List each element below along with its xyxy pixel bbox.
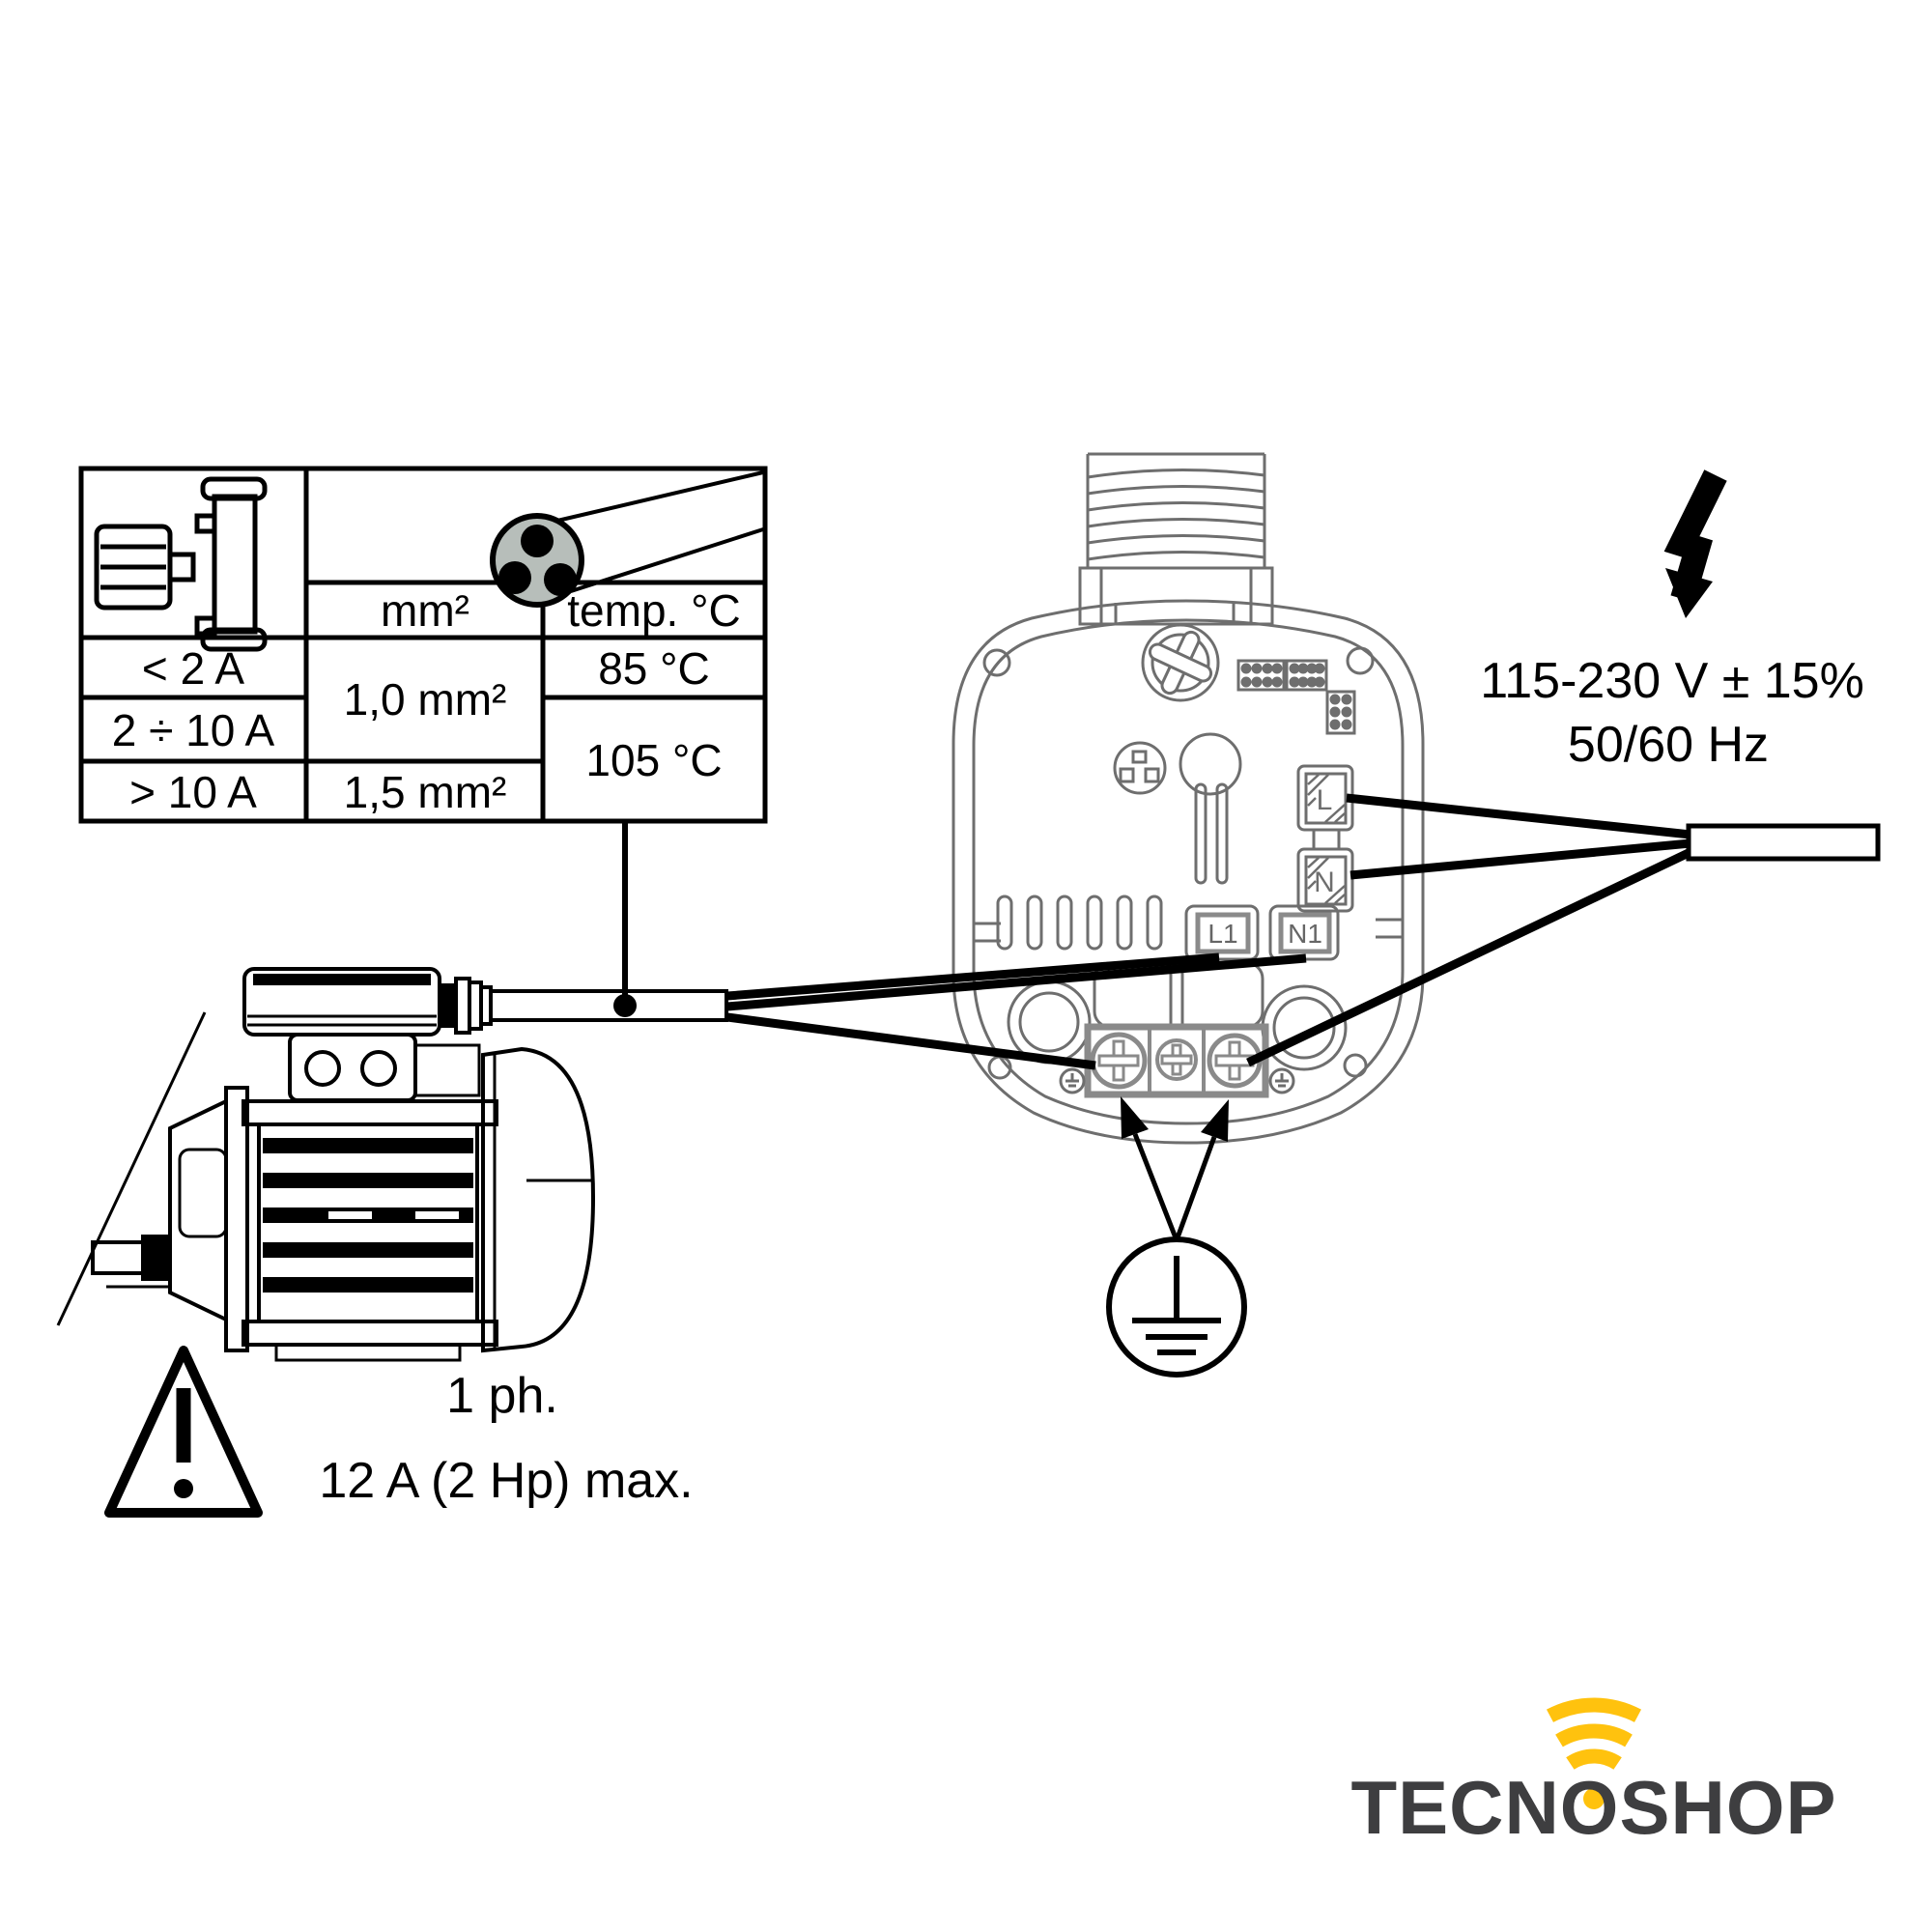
table-size-cell-2: 1,5 mm² <box>344 767 507 817</box>
terminal-l1-label: L1 <box>1208 919 1237 949</box>
pin-headers <box>1236 659 1356 735</box>
supply-frequency-text: 50/60 Hz <box>1568 717 1769 773</box>
cable-size-table <box>78 466 768 824</box>
pump-drawing <box>56 967 596 1362</box>
terminal-l <box>1296 764 1354 832</box>
table-temp-cell-2: 105 °C <box>585 735 722 785</box>
pump-icon <box>94 476 268 652</box>
junction-dot <box>613 994 637 1017</box>
logo-text: TECNOSHOP <box>1350 1765 1836 1850</box>
terminal-n <box>1296 847 1354 913</box>
table-current-row-1: < 2 A <box>142 643 244 694</box>
earth-arrow-left-line <box>1132 1133 1179 1241</box>
earth-mark-right <box>1268 1067 1295 1094</box>
wires <box>726 793 1692 1070</box>
wire-pe-pump <box>726 1012 1096 1070</box>
cable-cross-section-icon <box>490 470 764 608</box>
earth-arrow-right-line <box>1174 1136 1217 1241</box>
lightning-bolt-icon <box>1663 469 1727 618</box>
pump-phase-text: 1 ph. <box>446 1368 558 1424</box>
table-header-size: mm² <box>381 585 469 636</box>
wire-n-supply <box>1350 838 1691 880</box>
wire-l1-pump <box>726 952 1220 1001</box>
table-current-row-3: > 10 A <box>129 767 257 817</box>
logo-dot <box>1583 1788 1605 1809</box>
table-header-temp: temp. °C <box>567 585 740 636</box>
table-size-cell-1: 1,0 mm² <box>344 674 507 724</box>
wire-pe-supply <box>1246 847 1692 1067</box>
center-screw <box>1155 1038 1198 1081</box>
top-screw <box>1141 623 1220 702</box>
earth-mark-left <box>1059 1067 1086 1094</box>
wire-l-supply <box>1346 793 1691 839</box>
terminal-n1-label: N1 <box>1288 919 1322 949</box>
logo: TECNOSHOP <box>1350 1697 1836 1850</box>
earth-arrowhead-right <box>1201 1099 1229 1142</box>
terminal-l1 <box>1184 904 1260 961</box>
supply-cable <box>1686 823 1881 862</box>
warning-triangle-icon <box>104 1346 263 1518</box>
pump-cable <box>489 989 728 1022</box>
ground-screw-left <box>1090 1032 1148 1090</box>
wifi-arcs-icon <box>1546 1697 1642 1770</box>
terminal-n-label: N <box>1314 867 1335 898</box>
diagonal-line <box>56 1011 207 1326</box>
supply-voltage-text: 115-230 V ± 15% <box>1480 653 1864 709</box>
table-temp-cell-1: 85 °C <box>598 643 710 694</box>
protective-earth-icon <box>1106 1096 1247 1378</box>
terminal-l-label: L <box>1317 784 1333 816</box>
controller-device <box>952 452 1425 1145</box>
wire-n1-pump <box>726 953 1307 1011</box>
earth-arrowhead-left <box>1121 1096 1149 1139</box>
terminal-strip <box>1084 1023 1269 1098</box>
pump-max-current-text: 12 A (2 Hp) max. <box>319 1453 693 1509</box>
table-current-row-2: 2 ÷ 10 A <box>112 705 275 755</box>
